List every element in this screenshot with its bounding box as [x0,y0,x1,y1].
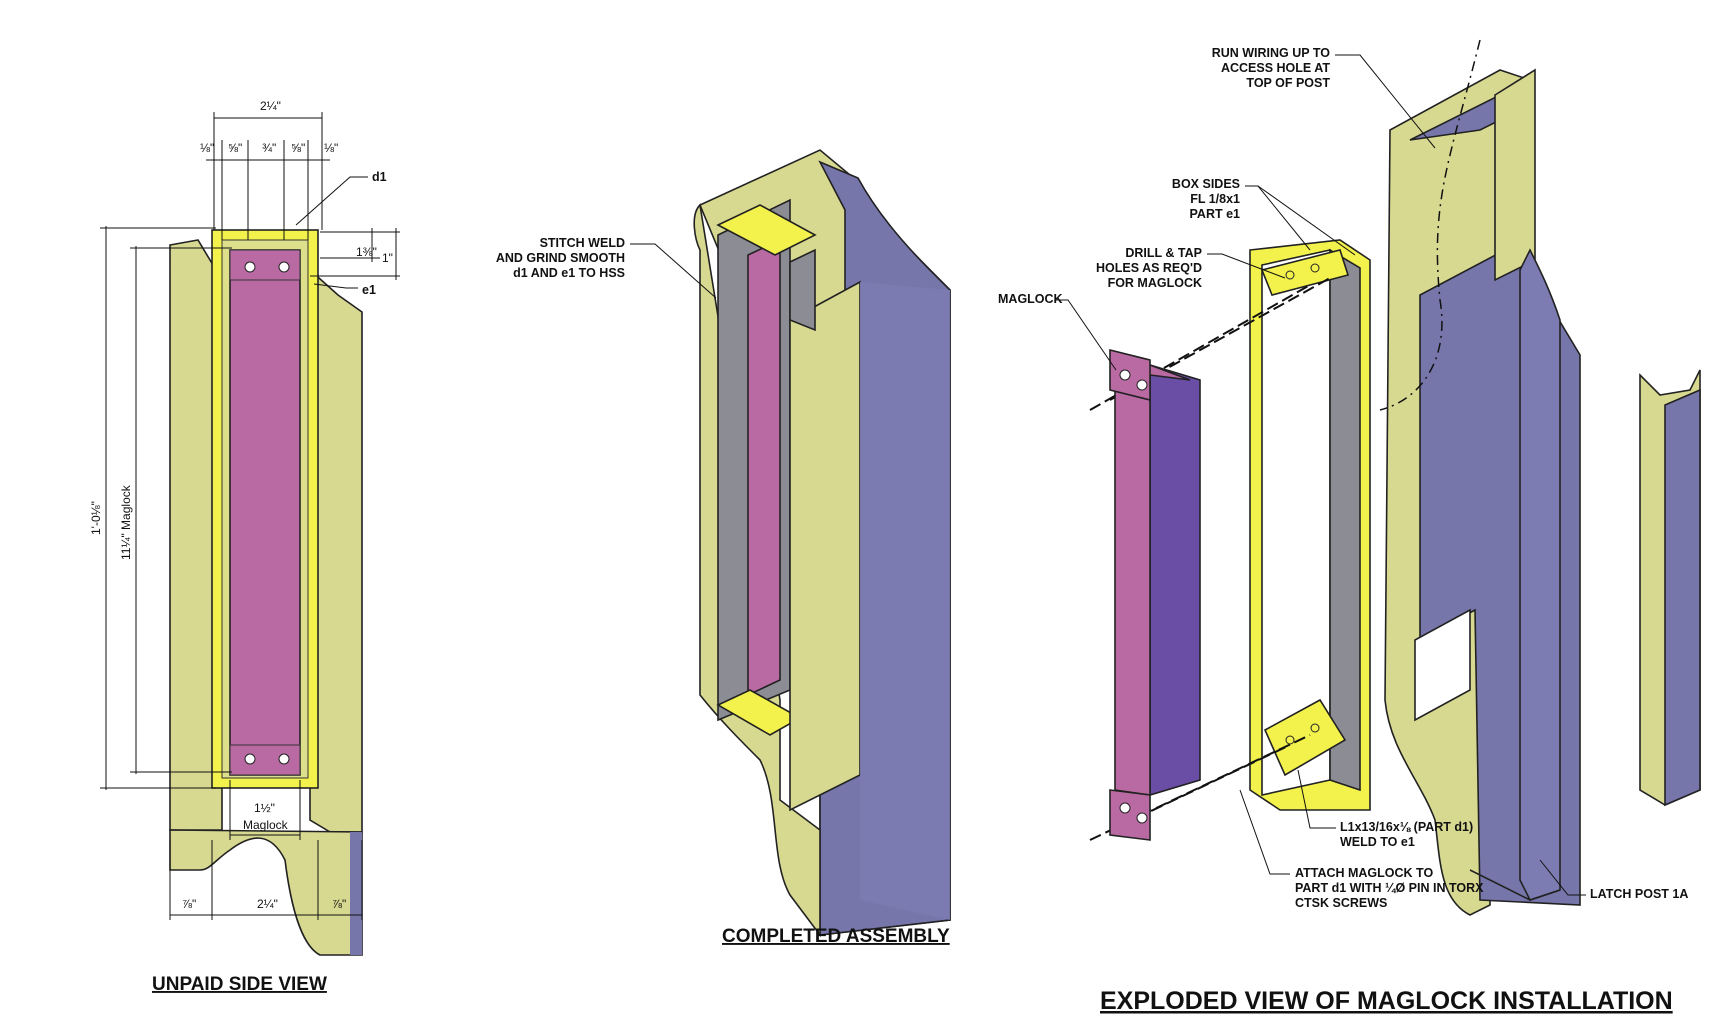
assembly-note-line2: AND GRIND SMOOTH [496,251,625,265]
dim-bottom-3: ⅞" [332,897,346,911]
assembly-front-flange [789,280,861,812]
dim-bottom-maglock-lbl: Maglock [243,818,289,832]
side-post-lower [169,829,363,956]
dim-top-1: ⅛" [200,141,214,155]
side-hole-top-left [244,261,256,273]
dim-bottom-1: ⅞" [182,897,196,911]
note-latch-post: LATCH POST 1A [1590,887,1688,901]
note-attach-1: ATTACH MAGLOCK TO [1295,866,1433,880]
note-drill-2: HOLES AS REQ'D [1096,261,1202,275]
note-box-sides-2: FL 1/8x1 [1190,192,1240,206]
dim-bottom-maglock-val: 1½" [254,801,275,815]
assembly-bracket-top [716,204,817,256]
note-attach-2: PART d1 WITH ¼Ø PIN IN TORX [1295,881,1484,895]
note-angle-2: WELD TO e1 [1340,835,1415,849]
dim-top-3: ¾" [262,141,276,155]
callout-d1: d1 [372,170,387,184]
note-wiring-2: ACCESS HOLE AT [1221,61,1330,75]
note-maglock: MAGLOCK [998,292,1063,306]
assembly-note-line1: STITCH WELD [540,236,625,250]
side-maglock-body [229,249,301,776]
dim-left-overall: 1'-0⅛" [89,501,103,535]
dim-top-2: ⅝" [228,141,242,155]
dim-top-4: ⅝" [291,141,305,155]
exploded-maglock-face [1114,359,1151,796]
side-view: 2¼" ⅛" ⅝" ¾" ⅝" ⅛" 1⅜" 1" d1 e1 1'-0⅛" 1… [89,99,400,995]
assembly-maglock [747,238,781,697]
side-hole-bot-left [244,753,256,765]
dim-top-overall: 2¼" [260,99,281,113]
dim-right-2: 1" [382,251,393,265]
exploded-maglock-side [1149,363,1201,797]
assembly-note-line3: d1 AND e1 TO HSS [513,266,625,280]
note-box-sides-1: BOX SIDES [1172,177,1240,191]
side-hole-top-right [278,261,290,273]
side-hole-bot-right [278,753,290,765]
dim-bottom-2: 2¼" [257,897,278,911]
note-drill-1: DRILL & TAP [1125,246,1202,260]
exploded-view: RUN WIRING UP TO ACCESS HOLE AT TOP OF P… [998,39,1701,1015]
note-attach-3: CTSK SCREWS [1295,896,1387,910]
side-post-blue-strip [350,832,362,955]
assembly-title: COMPLETED ASSEMBLY [722,926,950,947]
note-drill-3: FOR MAGLOCK [1108,276,1202,290]
dim-top-5: ⅛" [324,141,338,155]
note-wiring-3: TOP OF POST [1246,76,1330,90]
completed-assembly: STITCH WELD AND GRIND SMOOTH d1 AND e1 T… [496,149,951,947]
dim-right-1: 1⅜" [356,245,377,259]
dim-left-maglock: 11¼" Maglock [119,484,133,560]
note-box-sides-3: PART e1 [1190,207,1241,221]
callout-e1: e1 [362,283,376,297]
note-wiring-1: RUN WIRING UP TO [1212,46,1331,60]
note-angle-1: L1x13/16x⅛ (PART d1) [1340,820,1473,834]
side-view-title: UNPAID SIDE VIEW [152,974,327,995]
exploded-title: EXPLODED VIEW OF MAGLOCK INSTALLATION [1100,987,1673,1015]
